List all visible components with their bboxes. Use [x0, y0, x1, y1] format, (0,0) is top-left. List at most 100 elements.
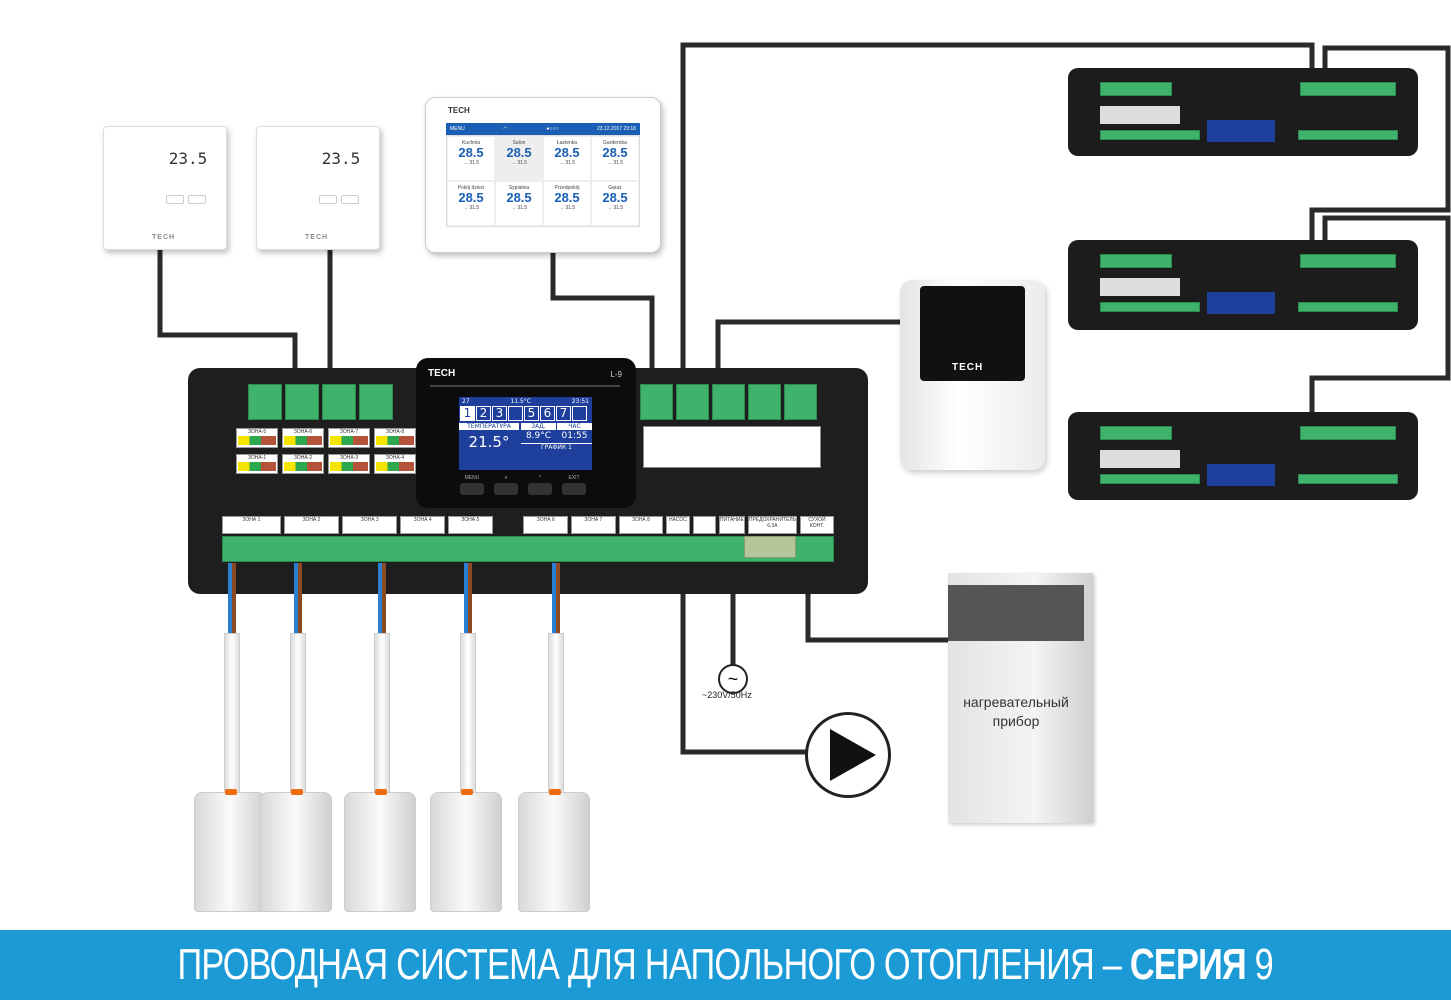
terminal-label: ЗОНА 1 [222, 516, 281, 534]
button-key[interactable] [528, 483, 552, 495]
room-name: Pokój dzieci [457, 185, 485, 191]
zone-label-text: ЗОНА-3 [339, 455, 359, 461]
wire-pump [680, 580, 808, 755]
terminal-label: ЗОНА 4 [400, 516, 445, 534]
pump-icon [805, 712, 891, 798]
wire-slave-1 [680, 42, 1315, 380]
terminal-label: ПРЕДОХРАНИТЕЛЬ 6.3A [747, 516, 797, 534]
wire-pair [378, 563, 386, 633]
zone-label: ЗОНА-3 [328, 454, 370, 474]
heater-label: нагревательный прибор [963, 694, 1069, 729]
room-name: Garaż [608, 185, 622, 191]
terminal-label: ЗОНА 8 [618, 516, 664, 534]
zone-label: ЗОНА-8 [374, 428, 416, 448]
thermostat-logo: TECH [152, 234, 176, 241]
banner-title: ПРОВОДНАЯ СИСТЕМА ДЛЯ НАПОЛЬНОГО ОТОПЛЕН… [177, 940, 1131, 989]
zone-label-text: ЗОНА-8 [385, 429, 405, 435]
page-dots-icon: ●○○○ [546, 126, 559, 132]
room-setpoint: → 31.5 [606, 205, 624, 211]
heating-device: нагревательный прибор [948, 573, 1093, 823]
button-label: ^ [538, 475, 542, 481]
zone-indicator: 7 [556, 406, 571, 421]
slave-terminals-left [1100, 426, 1172, 440]
top-terminals-left [248, 384, 393, 420]
slave-terminals-left [1100, 254, 1172, 268]
zone-indicator: 6 [540, 406, 555, 421]
temp-value: 21.5° [468, 433, 510, 451]
zone-label: ЗОНА-4 [374, 454, 416, 474]
wire-tablet [550, 252, 655, 380]
actuator-indicator [291, 789, 303, 795]
room-temp: 28.5 [506, 145, 532, 160]
wire-pair [464, 563, 472, 633]
room-temp: 28.5 [554, 145, 580, 160]
time-value: 01:55 [561, 431, 588, 442]
zone-color-strip [284, 436, 322, 445]
wire-pair [552, 563, 560, 633]
slave-terminals-right [1300, 254, 1396, 268]
button-key[interactable] [494, 483, 518, 495]
slave-bottom-terminals [1298, 302, 1398, 312]
controller-button[interactable]: EXIT [562, 475, 586, 495]
zone-label: ЗОНА-7 [328, 428, 370, 448]
zone-color-strip [238, 436, 276, 445]
small-controller-logo: TECH [952, 362, 984, 373]
set-label: ЗАД. [521, 423, 556, 431]
controller-button[interactable]: ^ [528, 475, 552, 495]
slave-screen [1207, 292, 1275, 314]
terminal-label: ЗОНА 5 [447, 516, 493, 534]
thermoelectric-actuator [518, 789, 590, 912]
controller-button[interactable]: MENU [460, 475, 484, 495]
wire-pair [228, 563, 236, 633]
controller-button[interactable]: v [494, 475, 518, 495]
room-name: Garderoba [603, 140, 627, 146]
tablet-menu-bar: MENU ◠ ●○○○ 23.12.2017 23:18 [446, 123, 640, 135]
button-key[interactable] [460, 483, 484, 495]
terminal-label: ЗОНА 3 [342, 516, 398, 534]
power-label: ~230V/50Hz [702, 690, 752, 700]
slave-labels [1100, 450, 1180, 468]
thermoelectric-actuator [194, 789, 266, 912]
actuator-cable [290, 633, 306, 793]
slave-labels [1100, 278, 1180, 296]
controller-buttons: MENU v ^ EXIT [460, 475, 586, 495]
fuse [744, 536, 796, 558]
signal-value: 27 [462, 398, 470, 405]
actuator-cable [548, 633, 564, 793]
wire-thermostat-1 [157, 250, 298, 380]
button-label: EXIT [568, 475, 580, 481]
bottom-terminal-strip [222, 536, 834, 562]
room-name: Łazienka [556, 140, 577, 146]
zone-indicator [508, 406, 523, 421]
thermoelectric-actuator [344, 789, 416, 912]
room-thermostat-2: 23.5 TECH [256, 126, 380, 250]
actuator-indicator [549, 789, 561, 795]
set-value: 8.9°C [525, 431, 552, 442]
zone-color-strip [376, 462, 414, 471]
room-setpoint: → 31.5 [558, 205, 576, 211]
zone-color-strip [330, 462, 368, 471]
room-name: Kuchnia [461, 140, 481, 146]
zone-color-strip [330, 436, 368, 445]
menu-label[interactable]: MENU [450, 126, 465, 132]
wire-pair [294, 563, 302, 633]
schedule-label: ГРАФИК 1 [521, 442, 592, 451]
button-key[interactable] [562, 483, 586, 495]
time-label: ЧАС [557, 423, 592, 431]
controller-model: L-9 [610, 370, 622, 379]
banner-series-number: 9 [1246, 940, 1274, 989]
slave-screen [1207, 120, 1275, 142]
button-label: v [504, 475, 508, 481]
thermostat-buttons [319, 195, 359, 204]
